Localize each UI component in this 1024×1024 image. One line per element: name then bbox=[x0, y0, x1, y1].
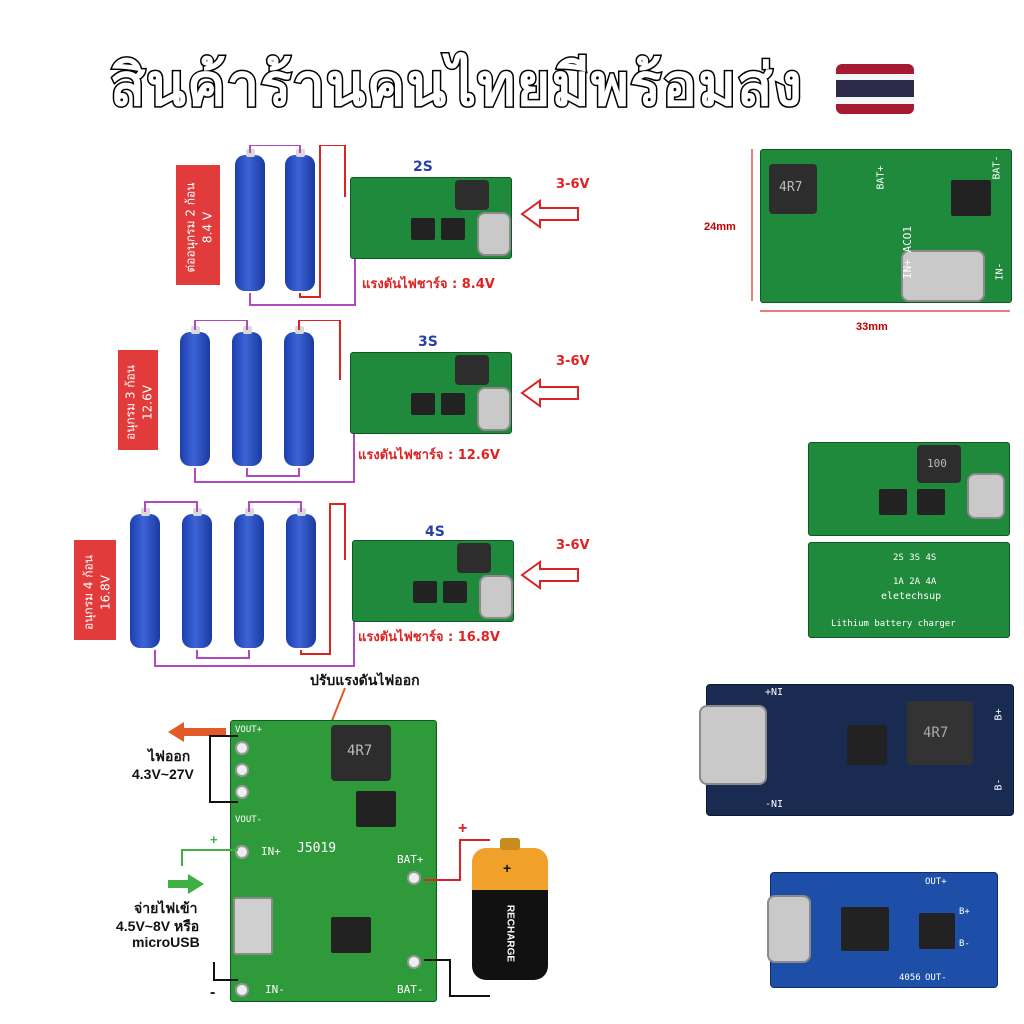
arrow-left-icon bbox=[520, 560, 579, 590]
model-silk: J5019 bbox=[297, 841, 337, 856]
dimension-lines bbox=[751, 149, 1010, 312]
board-front-back: 100 2S 3S 4S 1A 2A 4A eletechsup Lithium… bbox=[808, 442, 1010, 642]
charger-board-2s bbox=[350, 177, 512, 259]
thai-flag-icon bbox=[836, 63, 915, 114]
side-label-2s: ต่ออนุกรม 2 ก้อน 8.4 V bbox=[176, 165, 220, 285]
input-voltage: 3-6V bbox=[556, 177, 590, 192]
cell bbox=[234, 508, 264, 648]
diagram-4s: อนุกรม 4 ก้อน 16.8V 4S 3-6V แรงดันไฟชาร์… bbox=[70, 500, 620, 675]
input-label: จ่ายไฟเข้า bbox=[134, 900, 198, 916]
page-title: สินค้าร้านคนไทยมีพร้อมส่ง bbox=[0, 38, 1024, 131]
usb-c-port bbox=[699, 705, 767, 785]
inductor: 4R7 bbox=[769, 164, 817, 214]
cell bbox=[235, 149, 265, 291]
diagram-3s: อนุกรม 3 ก้อน 12.6V 3S 3-6V แรงดันไฟชาร์… bbox=[110, 320, 620, 490]
boost-module-section: ปรับแรงดันไฟออก 4R7 J5019 VOUT+ VOUT- IN… bbox=[110, 670, 570, 1010]
board-back: 2S 3S 4S 1A 2A 4A eletechsup Lithium bat… bbox=[808, 542, 1010, 638]
input-minus: - bbox=[210, 984, 216, 1001]
adjust-caption: ปรับแรงดันไฟออก bbox=[310, 672, 420, 688]
input-plus-wire bbox=[181, 849, 238, 866]
charger-board-3s bbox=[350, 352, 512, 434]
battery-plus: + bbox=[458, 820, 468, 837]
width-dimension: 24mm bbox=[704, 221, 736, 233]
blue-charger-board: 4R7 +NI -NI B+ B- bbox=[699, 684, 1014, 816]
input-voltage: 3-6V bbox=[556, 538, 590, 553]
inductor: 4R7 bbox=[331, 725, 391, 781]
charge-voltage: แรงดันไฟชาร์จ : 12.6V bbox=[358, 448, 500, 463]
output-wires bbox=[209, 735, 238, 803]
series-label: 2S bbox=[413, 159, 433, 175]
product-dimensions: 4R7 IN+ ACO1 BAT+ BAT- IN- 24mm 33mm bbox=[700, 145, 1024, 345]
arrow-left-icon bbox=[520, 378, 579, 408]
arrow-left-icon bbox=[168, 722, 226, 742]
wiring bbox=[144, 501, 355, 667]
tp4056-board: OUT+ OUT- B+ B- 4056 bbox=[767, 872, 998, 988]
output-label: ไฟออก bbox=[148, 748, 191, 764]
series-label: 4S bbox=[425, 524, 445, 540]
usb-c-port bbox=[767, 895, 811, 963]
arrow-right-icon bbox=[168, 874, 204, 894]
side-label-4s: อนุกรม 4 ก้อน 16.8V bbox=[74, 540, 116, 640]
micro-usb-port bbox=[233, 897, 273, 955]
inductor: 4R7 bbox=[907, 701, 973, 765]
battery-wires bbox=[424, 839, 490, 997]
side-label-3s: อนุกรม 3 ก้อน 12.6V bbox=[118, 350, 158, 450]
battery-icon: + RECHARGE bbox=[472, 838, 548, 980]
usb-c-port bbox=[901, 250, 985, 302]
charge-voltage: แรงดันไฟชาร์จ : 8.4V bbox=[362, 277, 495, 292]
charge-voltage: แรงดันไฟชาร์จ : 16.8V bbox=[358, 630, 500, 645]
diagram-2s: ต่ออนุกรม 2 ก้อน 8.4 V 2S 3-6V แรงดันไฟช… bbox=[170, 145, 620, 315]
wiring bbox=[249, 145, 356, 306]
input-minus-wire bbox=[213, 962, 238, 981]
arrow-left-icon bbox=[520, 199, 579, 229]
input-range: 4.5V~8V หรือ bbox=[116, 918, 200, 934]
title-text: สินค้าร้านคนไทยมีพร้อมส่ง bbox=[108, 50, 803, 121]
output-range: 4.3V~27V bbox=[132, 766, 194, 782]
input-usb: microUSB bbox=[132, 934, 200, 950]
charger-board-4s bbox=[352, 540, 514, 622]
cell bbox=[182, 508, 212, 648]
input-voltage: 3-6V bbox=[556, 354, 590, 369]
charger-board-top: 4R7 IN+ ACO1 BAT+ BAT- IN- bbox=[760, 149, 1012, 303]
boost-board: 4R7 J5019 VOUT+ VOUT- IN+ IN- BAT+ BAT- bbox=[230, 720, 437, 1002]
wiring bbox=[194, 320, 355, 483]
cell bbox=[285, 149, 315, 291]
input-plus: + bbox=[210, 832, 218, 847]
series-label: 3S bbox=[418, 334, 438, 350]
cell bbox=[180, 326, 210, 466]
length-dimension: 33mm bbox=[856, 321, 888, 333]
board-front: 100 bbox=[808, 442, 1010, 536]
